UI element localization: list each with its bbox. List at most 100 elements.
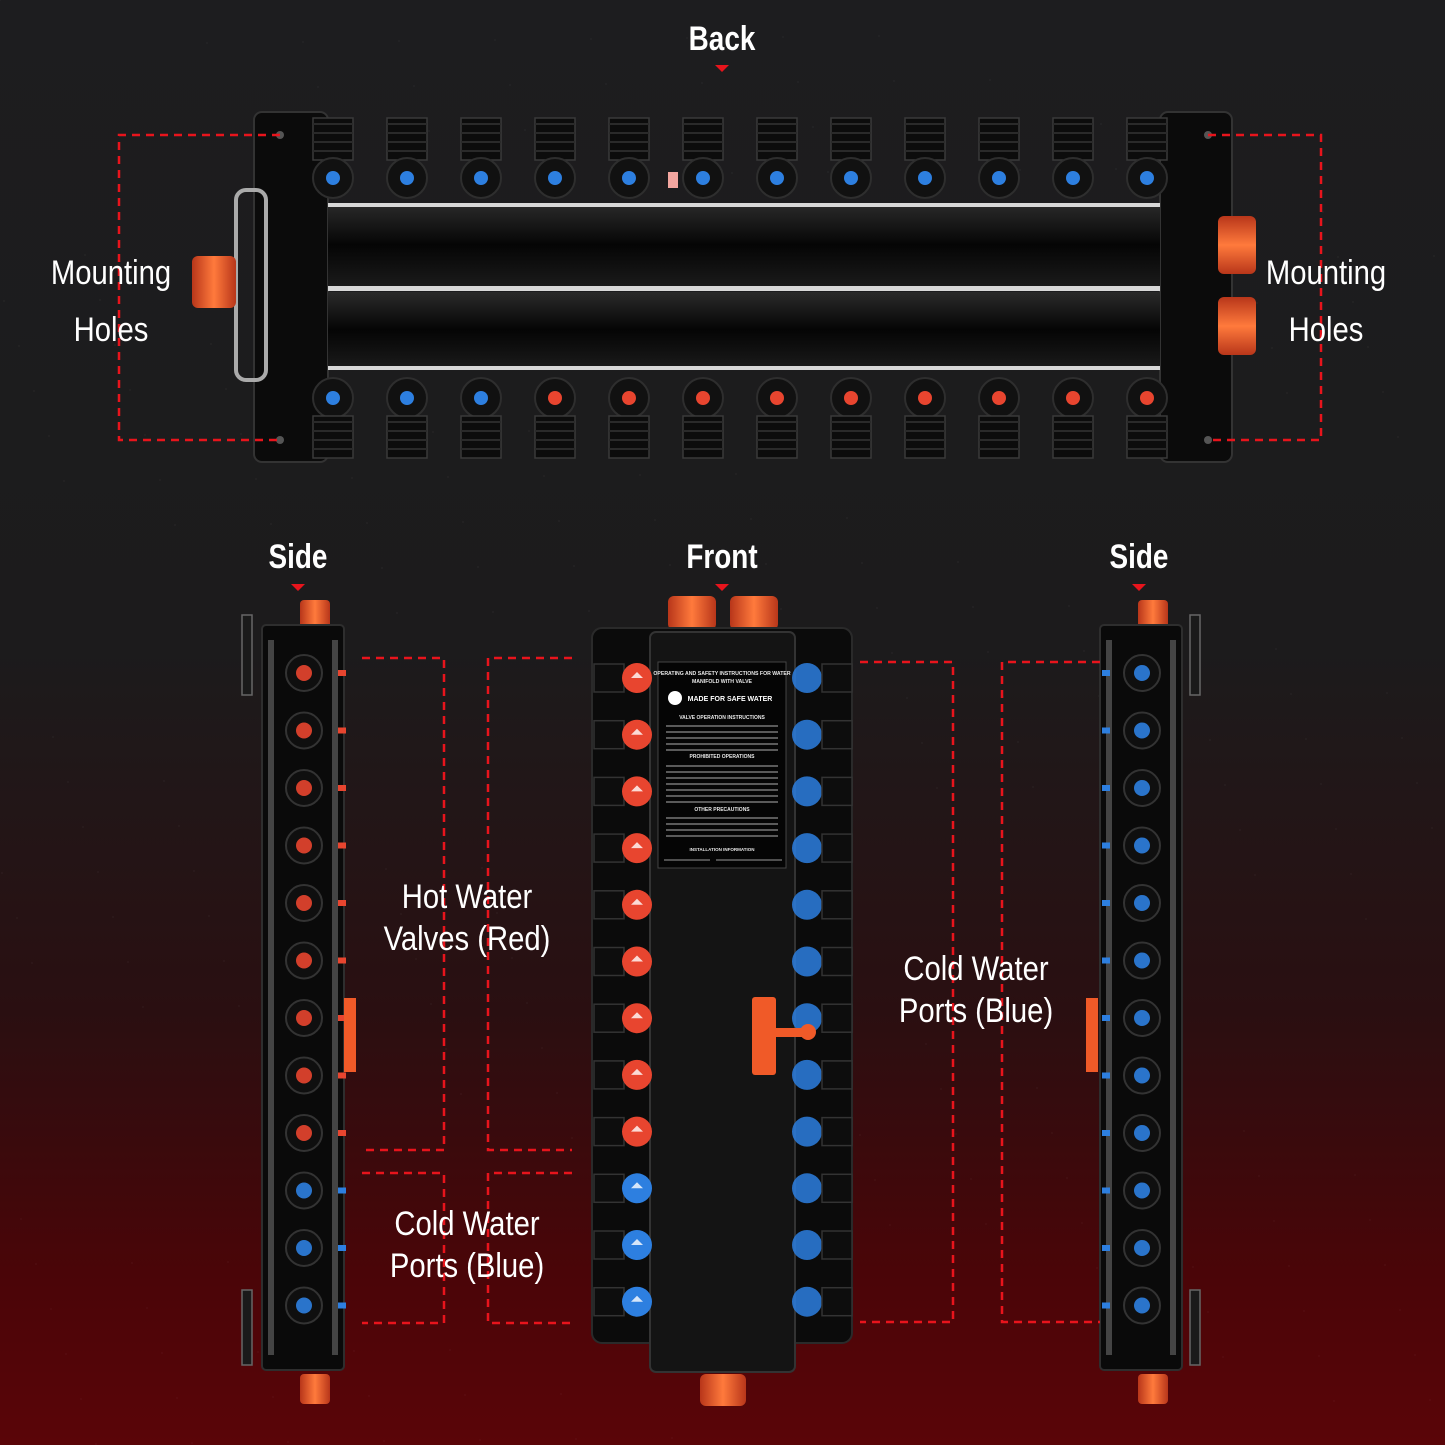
valve-indicator bbox=[918, 171, 932, 185]
valve-indicator bbox=[992, 391, 1006, 405]
view-title-side-right: Side bbox=[1109, 538, 1169, 576]
valve-indicator bbox=[1134, 837, 1150, 854]
valve-indicator bbox=[296, 1125, 312, 1141]
label-plate: OPERATING AND SAFETY INSTRUCTIONS FOR WA… bbox=[653, 661, 791, 869]
valve-indicator bbox=[296, 722, 312, 739]
caret-side-left bbox=[291, 584, 305, 591]
callout-line-cold-left bbox=[362, 1171, 446, 1325]
pipe-bottom bbox=[328, 292, 1160, 368]
view-title-back: Back bbox=[688, 20, 756, 58]
outlet-port bbox=[593, 776, 625, 807]
valve-indicator bbox=[1140, 391, 1154, 405]
valve-handle bbox=[792, 1116, 822, 1147]
valve-tick bbox=[1102, 1245, 1110, 1251]
valve-indicator bbox=[992, 171, 1006, 185]
outlet-port bbox=[593, 833, 625, 863]
outlet-port bbox=[821, 946, 853, 977]
valve-indicator bbox=[844, 391, 858, 405]
valve-handle bbox=[792, 833, 822, 864]
front-view: OPERATING AND SAFETY INSTRUCTIONS FOR WA… bbox=[591, 596, 853, 1406]
outlet-port bbox=[593, 1286, 625, 1317]
valve-indicator bbox=[326, 171, 340, 185]
mounting-hole bbox=[1204, 436, 1212, 444]
valve-indicator bbox=[1134, 1297, 1150, 1314]
valve-tick bbox=[338, 670, 346, 676]
valve-indicator bbox=[296, 895, 312, 911]
side-view-left bbox=[241, 600, 356, 1404]
outlet-port bbox=[821, 663, 853, 693]
valve-indicator bbox=[1134, 665, 1150, 681]
valve-handle bbox=[792, 1286, 822, 1317]
mount-bracket bbox=[241, 1289, 253, 1366]
outlet-port bbox=[821, 1286, 853, 1317]
valve-tick bbox=[1102, 1130, 1110, 1136]
valve-tick bbox=[1102, 670, 1110, 676]
callout-cold-water-ports-right: Cold Water Ports (Blue) bbox=[898, 950, 1054, 1030]
outlet-port bbox=[593, 719, 625, 750]
valve-indicator bbox=[548, 391, 562, 405]
valve-tick bbox=[338, 900, 346, 906]
callout-line-hot-left bbox=[362, 656, 446, 1152]
valve-handle bbox=[792, 1173, 822, 1204]
mount-bracket bbox=[241, 614, 253, 696]
plate-section: OTHER PRECAUTIONS bbox=[694, 807, 750, 813]
valve-tick bbox=[1102, 1187, 1110, 1194]
caret-back bbox=[715, 65, 729, 72]
valve-indicator bbox=[622, 171, 636, 185]
outlet-fitting bbox=[700, 1374, 746, 1406]
callout-line-cold-right bbox=[486, 1171, 572, 1325]
valve-indicator bbox=[296, 665, 312, 681]
mounting-hole bbox=[276, 436, 284, 444]
valve-indicator bbox=[296, 780, 312, 796]
shutoff-handle bbox=[344, 998, 356, 1072]
valve-indicator bbox=[296, 1067, 312, 1084]
outlet-port bbox=[821, 776, 853, 807]
valve-indicator bbox=[696, 171, 710, 185]
plate-heading: OPERATING AND SAFETY INSTRUCTIONS FOR WA… bbox=[653, 671, 791, 677]
plate-section: INSTALLATION INFORMATION bbox=[690, 847, 755, 852]
valve-indicator bbox=[296, 1297, 312, 1314]
valve-tick bbox=[1102, 957, 1110, 964]
callout-line-cold-side bbox=[1000, 660, 1100, 1324]
valve-handle bbox=[792, 776, 822, 807]
valve-indicator bbox=[1134, 1067, 1150, 1084]
outlet-port bbox=[821, 890, 853, 920]
valve-indicator bbox=[1134, 1010, 1150, 1026]
valve-tick bbox=[338, 1187, 346, 1194]
callout-mounting-holes-right: Mounting Holes bbox=[1265, 254, 1387, 349]
inlet-fitting bbox=[1218, 297, 1256, 355]
valve-indicator bbox=[1134, 780, 1150, 796]
valve-tick bbox=[1102, 900, 1110, 906]
bracket-right bbox=[1159, 111, 1233, 463]
valve-tick bbox=[338, 727, 346, 734]
valve-indicator bbox=[296, 1240, 312, 1256]
callout-hot-water-valves: Hot Water Valves (Red) bbox=[383, 878, 551, 958]
plate-section: VALVE OPERATION INSTRUCTIONS bbox=[679, 715, 765, 721]
valve-indicator bbox=[770, 171, 784, 185]
valve-indicator bbox=[474, 391, 488, 405]
shutoff-handle bbox=[1086, 998, 1098, 1072]
outlet-port bbox=[821, 1116, 853, 1147]
callout-line-hot-right bbox=[486, 656, 572, 1152]
mount-bracket bbox=[1189, 1289, 1201, 1366]
valve-tick bbox=[1102, 1072, 1110, 1079]
valve-tick bbox=[338, 957, 346, 964]
outlet-port bbox=[593, 663, 625, 693]
outlet-port bbox=[821, 719, 853, 750]
valve-tick bbox=[1102, 1015, 1110, 1021]
valve-indicator bbox=[548, 171, 562, 185]
valve-indicator bbox=[696, 391, 710, 405]
valve-indicator bbox=[1134, 1240, 1150, 1256]
view-title-side-left: Side bbox=[268, 538, 328, 576]
callout-cold-water-ports-left: Cold Water Ports (Blue) bbox=[389, 1205, 545, 1285]
outlet-port bbox=[593, 1230, 625, 1260]
valve-handle bbox=[792, 889, 822, 920]
outlet-port bbox=[593, 946, 625, 977]
inlet-fitting bbox=[1138, 600, 1168, 628]
valve-indicator bbox=[1134, 722, 1150, 739]
valve-indicator bbox=[400, 391, 414, 405]
plate-logo bbox=[668, 691, 682, 705]
view-title-front: Front bbox=[686, 538, 758, 576]
outlet-port bbox=[821, 833, 853, 863]
